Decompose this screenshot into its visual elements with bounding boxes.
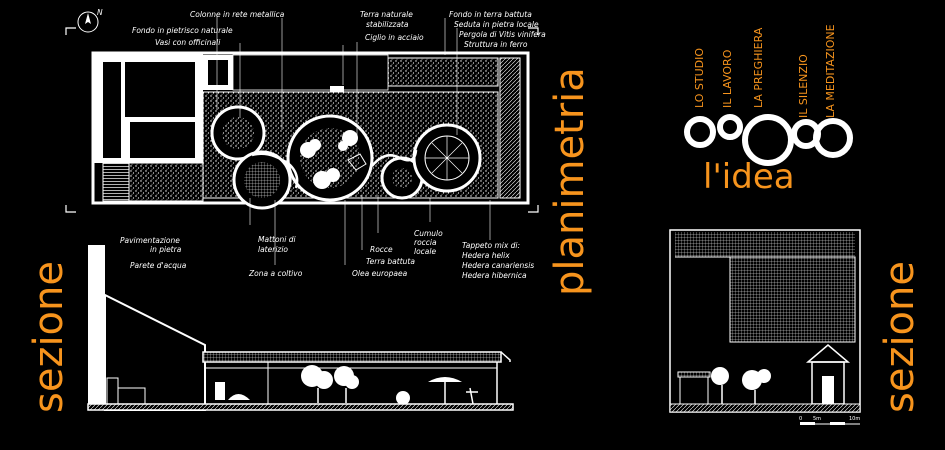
label-struttura: Struttura in ferro xyxy=(464,40,528,49)
label-seduta: Seduta in pietra locale xyxy=(454,20,539,29)
label-terra-naturale-1: Terra naturale xyxy=(360,10,413,19)
label-vasi: Vasi con officinali xyxy=(155,38,221,47)
label-zona: Zona a coltivo xyxy=(248,269,303,278)
compass-north-label: N xyxy=(97,8,103,17)
scale-ten: 10m xyxy=(849,416,860,422)
label-tappeto-1: Tappeto mix di: xyxy=(462,241,520,250)
label-pergola: Pergola di Vitis vinifera xyxy=(459,30,546,39)
label-terra-naturale-2: stabilizzata xyxy=(366,20,409,29)
scale-zero: 0 xyxy=(799,416,802,422)
label-terra-battuta: Terra battuta xyxy=(366,257,415,266)
label-colonne: Colonne in rete metallica xyxy=(190,10,285,19)
label-tappeto-2: Hedera helix xyxy=(462,251,510,260)
idea-word-4: IL SILENZIO xyxy=(797,54,810,118)
label-ciglio: Ciglio in acciaio xyxy=(365,33,424,42)
label-tappeto-3: Hedera canariensis xyxy=(462,261,534,270)
label-pavimentazione-2: in pietra xyxy=(150,245,182,254)
idea-title: l'idea xyxy=(703,157,795,197)
title-sezione-right: sezione xyxy=(877,261,923,413)
label-parete: Parete d'acqua xyxy=(130,261,187,270)
label-mattoni-2: laterizio xyxy=(258,245,288,254)
label-tappeto-4: Hedera hibernica xyxy=(462,271,527,280)
right-section-drawing: 0 5m 10m xyxy=(669,229,861,425)
label-cumulo-3: locale xyxy=(414,247,436,256)
idea-word-3: LA PREGHIERA xyxy=(752,27,765,108)
label-fondo-terra: Fondo in terra battuta xyxy=(449,10,532,19)
idea-diagram: l'idea LO STUDIO IL LAVORO LA PREGHIERA … xyxy=(684,24,853,197)
idea-word-2: IL LAVORO xyxy=(721,49,734,108)
scale-five: 5m xyxy=(813,416,821,422)
plan-labels-top: Colonne in rete metallica Fondo in pietr… xyxy=(132,10,546,49)
title-sezione-left: sezione xyxy=(26,261,72,413)
label-rocce: Rocce xyxy=(370,245,393,254)
label-olea: Olea europaea xyxy=(352,269,408,278)
plan-labels-bottom: Pavimentazione in pietra Parete d'acqua … xyxy=(120,229,534,280)
left-section-drawing xyxy=(87,245,514,411)
idea-word-5: LA MEDITAZIONE xyxy=(824,24,837,118)
scale-bar: 0 5m 10m xyxy=(799,416,860,425)
label-mattoni-1: Mattoni di xyxy=(258,235,297,244)
label-fondo-pietrisco: Fondo in pietrisco naturale xyxy=(132,26,233,35)
idea-word-1: LO STUDIO xyxy=(693,48,706,108)
label-cumulo-2: roccia xyxy=(414,238,437,247)
site-plan xyxy=(65,16,539,265)
north-compass-icon: N xyxy=(77,8,103,33)
label-pavimentazione-1: Pavimentazione xyxy=(120,236,180,245)
label-cumulo-1: Cumulo xyxy=(414,229,443,238)
title-planimetria: planimetria xyxy=(547,67,593,296)
